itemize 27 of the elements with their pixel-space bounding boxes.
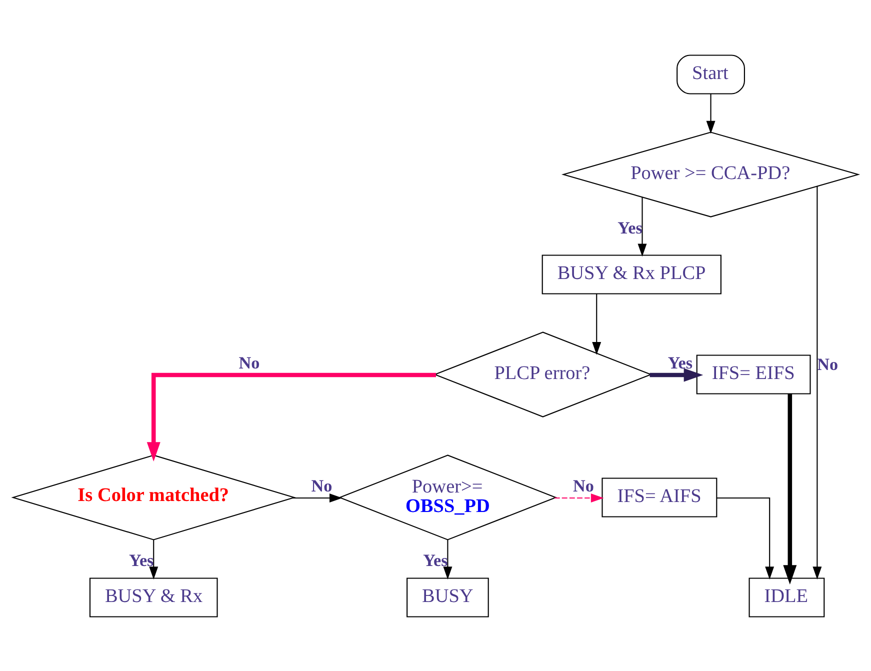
arrow bbox=[706, 93, 716, 134]
edge-label: No bbox=[311, 476, 332, 495]
node-box: Start bbox=[676, 54, 745, 94]
node-box: IFS= EIFS bbox=[696, 354, 811, 394]
node-box: BUSY & Rx bbox=[89, 577, 218, 617]
arrow bbox=[638, 196, 647, 256]
node-diamond: PLCP error? bbox=[433, 331, 652, 417]
arrow bbox=[716, 496, 774, 579]
arrow bbox=[592, 293, 602, 354]
arrow bbox=[443, 539, 452, 579]
node-diamond: Is Color matched? bbox=[11, 454, 296, 540]
node-diamond: Power >= CCA-PD? bbox=[561, 131, 860, 217]
node-box: BUSY bbox=[406, 577, 489, 617]
arrow bbox=[783, 393, 797, 584]
arrow bbox=[292, 493, 342, 502]
arrow bbox=[146, 372, 436, 461]
node-box: IFS= AIFS bbox=[602, 477, 718, 517]
node-box: IDLE bbox=[748, 577, 825, 617]
edge-label: No bbox=[572, 476, 594, 495]
arrow bbox=[554, 493, 604, 502]
arrow bbox=[812, 186, 822, 579]
node-diamond: Power>= OBSS_PD bbox=[338, 454, 558, 540]
node-box: BUSY & Rx PLCP bbox=[542, 254, 722, 294]
arrow bbox=[650, 368, 704, 382]
edge-label: Yes bbox=[668, 352, 693, 372]
edge-label: No bbox=[238, 352, 260, 372]
arrow bbox=[149, 539, 158, 579]
